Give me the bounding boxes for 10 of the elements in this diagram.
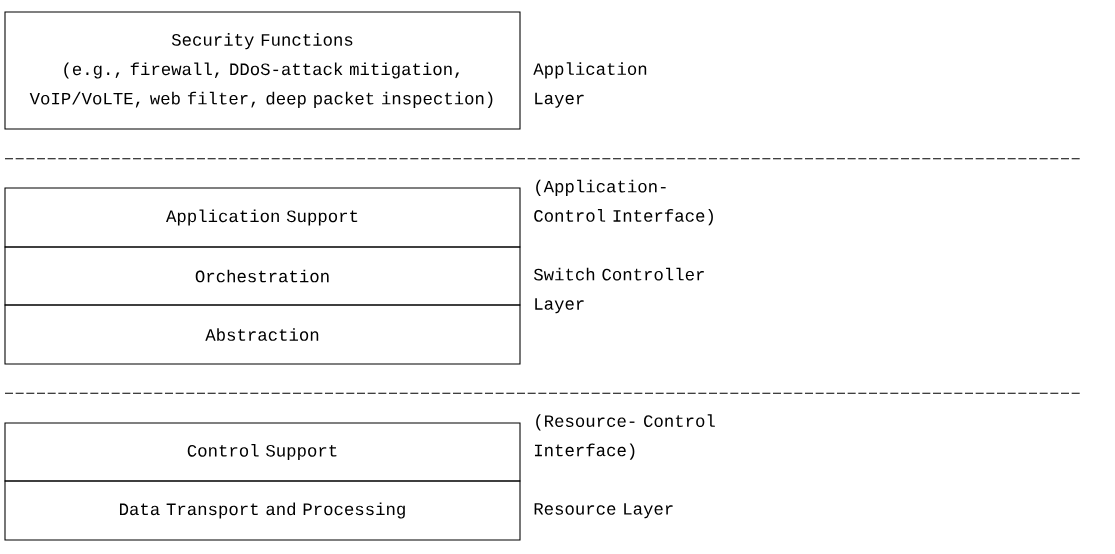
layer-box: Orchestration	[4, 246, 521, 306]
layer-label: Resource Layer	[534, 503, 673, 519]
layer-box: Application Support	[4, 187, 521, 248]
layer-label: (Resource- Control Interface)	[535, 414, 715, 460]
layer-box: Control Support	[4, 422, 521, 482]
layer-label: Switch Controller Layer	[533, 267, 704, 314]
layer-box: Abstraction	[4, 304, 521, 365]
layer-label: (Application- Control Interface)	[534, 179, 713, 226]
layer-box: Security Functions (e.g., firewall, DDoS-attack mitigation, VoIP/VoLTE, web filter, deep packet inspection)	[4, 11, 521, 130]
layer-box: Data Transport and Processing	[4, 480, 521, 541]
